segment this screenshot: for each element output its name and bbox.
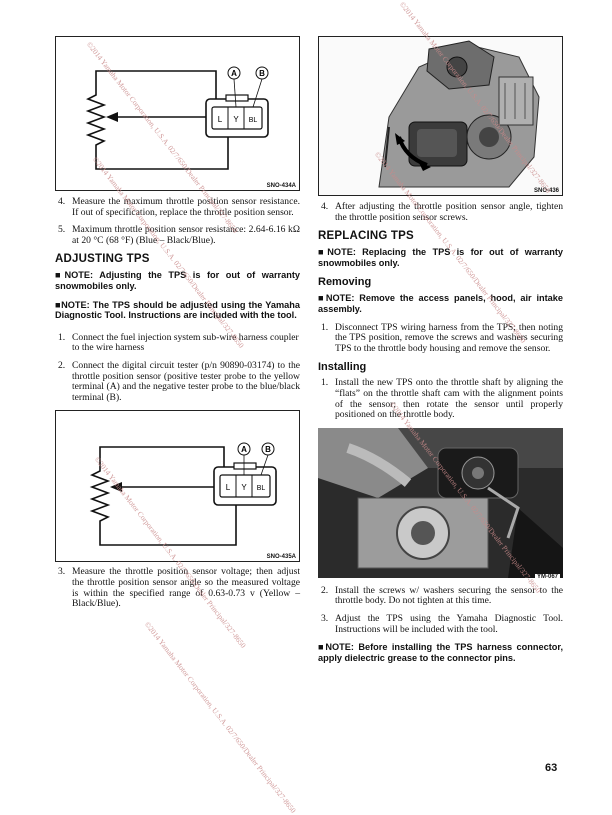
tps-schematic-diagram: L Y BL A B	[85, 66, 269, 170]
list-item: 3. Adjust the TPS using the Yamaha Diagn…	[321, 612, 563, 635]
note-replacing-warranty: ■NOTE: Replacing the TPS is for out of w…	[318, 247, 563, 268]
figure-caption: SNO-435A	[266, 554, 296, 561]
pin-label-l: L	[218, 115, 223, 124]
pin-label-y: Y	[233, 115, 239, 124]
list-item: 1. Disconnect TPS wiring harness from th…	[321, 321, 563, 354]
note-warranty: ■NOTE: Adjusting the TPS is for out of w…	[55, 270, 300, 291]
pin-label-y: Y	[241, 483, 247, 492]
steps-tighten: 4. After adjusting the throttle position…	[318, 201, 563, 223]
right-column: SNO-436 4. After adjusting the throttle …	[318, 36, 563, 671]
pin-label-l: L	[226, 483, 231, 492]
callout-a: A	[231, 69, 237, 78]
note-remove-panels: ■NOTE: Remove the access panels, hood, a…	[318, 293, 563, 314]
steps-connect-tester: 1. Connect the fuel injection system sub…	[55, 331, 300, 404]
heading-adjusting-tps: ADJUSTING TPS	[55, 253, 150, 266]
figure-sno-436: SNO-436	[318, 36, 563, 196]
figure-sno-434a: L Y BL A B SNO-434A	[55, 36, 300, 191]
callout-b: B	[259, 69, 265, 78]
heading-removing: Removing	[318, 276, 372, 289]
steps-installing-continued: 2. Install the screws w/ washers securin…	[318, 584, 563, 635]
callout-b: B	[265, 445, 271, 454]
steps-measure-voltage: 3. Measure the throttle position sensor …	[55, 566, 300, 610]
watermark: ©2014 Yamaha Motor Corporation, U.S.A. 0…	[142, 620, 298, 815]
list-item: 2. Connect the digital circuit tester (p…	[58, 359, 300, 403]
figure-sno-435a: L Y BL A B SNO-435A	[55, 410, 300, 563]
list-item: 3. Measure the throttle position sensor …	[58, 566, 300, 610]
throttle-body-photo	[319, 37, 562, 195]
heading-replacing-tps: REPLACING TPS	[318, 230, 414, 243]
note-dielectric-grease: ■NOTE: Before installing the TPS harness…	[318, 642, 563, 663]
figure-caption: YM-067	[534, 573, 560, 580]
pin-label-bl: BL	[249, 117, 258, 124]
heading-installing: Installing	[318, 361, 367, 374]
steps-installing: 1. Install the new TPS onto the throttle…	[318, 377, 563, 421]
list-item: 1. Connect the fuel injection system sub…	[58, 331, 299, 354]
list-item: 4. After adjusting the throttle position…	[321, 201, 563, 223]
steps-measure-resistance: 4. Measure the maximum throttle position…	[55, 196, 300, 246]
note-diagnostic-tool: ■NOTE: The TPS should be adjusted using …	[55, 299, 300, 321]
page-number: 63	[545, 762, 558, 774]
figure-caption: SNO-434A	[266, 183, 296, 189]
sensor-install-photo	[318, 427, 563, 578]
steps-removing: 1. Disconnect TPS wiring harness from th…	[318, 321, 563, 355]
list-item: 4. Measure the maximum throttle position…	[58, 196, 300, 218]
list-item: 1. Install the new TPS onto the throttle…	[321, 377, 563, 421]
figure-caption: SNO-436	[533, 188, 559, 194]
callout-a: A	[241, 445, 247, 454]
list-item: 5. Maximum throttle position sensor resi…	[58, 224, 300, 246]
pin-label-bl: BL	[257, 485, 266, 492]
left-column: L Y BL A B SNO-434A 4. Measure the maxim…	[55, 36, 300, 617]
list-item: 2. Install the screws w/ washers securin…	[321, 584, 563, 607]
tps-schematic-diagram-2: L Y BL A B	[89, 442, 277, 547]
figure-ym-067: YM-067	[318, 427, 563, 580]
